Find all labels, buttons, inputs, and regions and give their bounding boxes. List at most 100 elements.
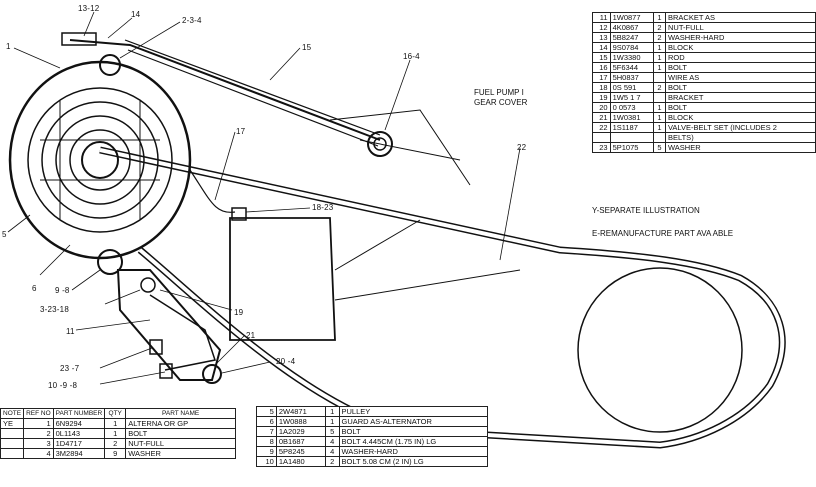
ref-no-cell: 18 — [592, 82, 611, 93]
part-name-cell: VALVE-BELT SET (INCLUDES 2 — [664, 122, 816, 133]
part-number-cell: 5B8247 — [609, 32, 654, 43]
qty-cell: 1 — [324, 406, 340, 417]
note-cell — [0, 428, 25, 439]
part-number-cell: 6N9294 — [52, 418, 106, 429]
callout-21: 21 — [246, 331, 256, 340]
part-name-cell: BRACKET — [664, 92, 816, 103]
ref-no-cell: 3 — [23, 438, 54, 449]
part-number-cell: 1W3380 — [609, 52, 654, 63]
header-note: NOTE — [0, 408, 25, 419]
part-name-cell: ROD — [664, 52, 816, 63]
adjusting-rod — [69, 39, 381, 141]
qty-cell: 1 — [652, 112, 666, 123]
part-number-cell: 3M2894 — [52, 448, 106, 459]
part-number-cell: 2W4871 — [275, 406, 326, 417]
part-number-cell: 1W5 1 7 — [609, 92, 654, 103]
qty-cell: 1 — [652, 62, 666, 73]
part-name-cell: BOLT 4.445CM (1.75 IN) LG — [338, 436, 488, 447]
callout-22: 22 — [517, 143, 527, 152]
ref-no-cell: 23 — [592, 142, 611, 153]
part-name-cell: BOLT — [664, 82, 816, 93]
alternator-body — [8, 60, 192, 260]
callout-23-7: 23 -7 — [60, 364, 80, 373]
callout-14: 14 — [131, 10, 141, 19]
qty-cell: 2 — [652, 32, 666, 43]
gear-cover-label: GEAR COVER — [474, 98, 528, 107]
qty-cell: 4 — [324, 446, 340, 457]
qty-cell: 1 — [324, 416, 340, 427]
callout-9-8: 9 -8 — [55, 286, 70, 295]
qty-cell: 5 — [324, 426, 340, 437]
part-number-cell: 9S0784 — [609, 42, 654, 53]
qty-cell: 1 — [652, 102, 666, 113]
header-part-number: PART NUMBER — [52, 408, 106, 419]
part-name-cell: BOLT — [664, 62, 816, 73]
part-name-cell: WASHER — [125, 448, 236, 459]
callout-11: 11 — [66, 327, 75, 336]
part-name-cell: BELTS) — [664, 132, 816, 143]
adjust-block — [367, 131, 393, 157]
part-name-cell: BOLT — [125, 428, 236, 439]
part-number-cell: 1W0888 — [275, 416, 326, 427]
qty-cell — [652, 72, 666, 83]
qty-cell: 9 — [104, 448, 127, 459]
qty-cell: 2 — [652, 82, 666, 93]
part-number-cell: 1S1187 — [609, 122, 654, 133]
qty-cell — [652, 92, 666, 103]
part-number-cell: 0 0573 — [609, 102, 654, 113]
part-name-cell: ALTERNA OR GP — [125, 418, 236, 429]
ref-no-cell: 7 — [256, 426, 277, 437]
part-name-cell: BOLT — [664, 102, 816, 113]
part-name-cell: BOLT 5.08 CM (2 IN) LG — [338, 456, 488, 467]
ref-no-cell: 17 — [592, 72, 611, 83]
qty-cell: 2 — [104, 438, 127, 449]
part-number-cell — [609, 132, 654, 143]
part-name-cell: BLOCK — [664, 112, 816, 123]
part-number-cell: 0L1143 — [52, 428, 106, 439]
ref-no-cell: 1 — [23, 418, 54, 429]
part-name-cell: BOLT — [338, 426, 488, 437]
crank-pulley — [577, 267, 743, 433]
part-name-cell: WASHER-HARD — [338, 446, 488, 457]
callout-6: 6 — [32, 284, 37, 293]
v-belt — [99, 146, 786, 449]
qty-cell: 1 — [652, 52, 666, 63]
callout-17: 17 — [236, 127, 246, 136]
part-name-cell: PULLEY — [338, 406, 488, 417]
ref-no-cell: 9 — [256, 446, 277, 457]
header-ref-no: REF NO — [23, 408, 54, 419]
qty-cell — [652, 132, 666, 143]
callout-15: 15 — [302, 43, 312, 52]
qty-cell: 2 — [324, 456, 340, 467]
qty-cell: 1 — [652, 122, 666, 133]
callout-20-4: 20 -4 — [276, 357, 296, 366]
note-cell — [0, 448, 25, 459]
ref-no-cell — [592, 132, 611, 143]
callout-3-23-18: 3-23-18 — [40, 305, 69, 314]
ref-no-cell: 13 — [592, 32, 611, 43]
part-number-cell: 1A1480 — [275, 456, 326, 467]
header-qty: QTY — [104, 408, 127, 419]
ref-no-cell: 16 — [592, 62, 611, 73]
qty-cell: 4 — [324, 436, 340, 447]
part-number-cell: 5H0837 — [609, 72, 654, 83]
ref-no-cell: 12 — [592, 22, 611, 33]
